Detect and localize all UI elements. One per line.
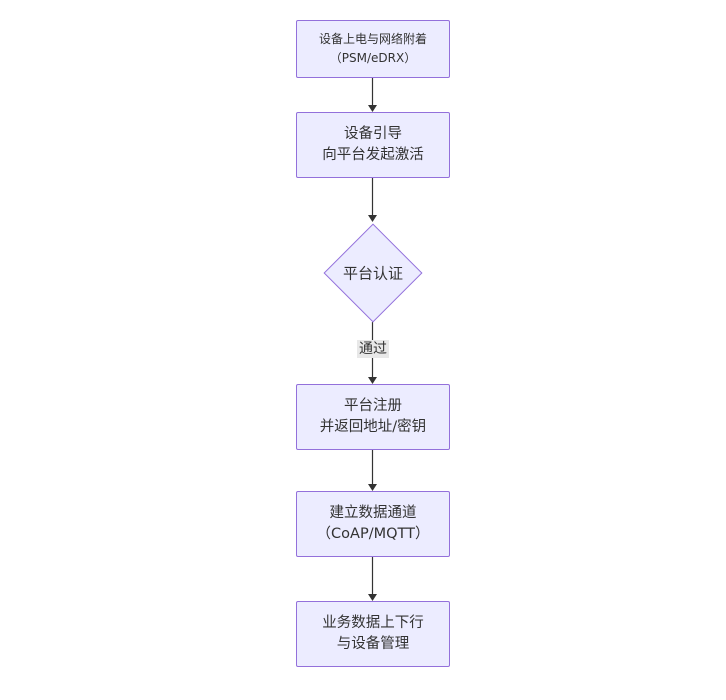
arrowhead-icon [368, 105, 377, 112]
node-text-line: （PSM/eDRX） [329, 51, 417, 65]
node-platform-register: 平台注册 并返回地址/密钥 [296, 384, 450, 450]
node-text-line: 并返回地址/密钥 [319, 419, 427, 435]
arrowhead-icon [368, 484, 377, 491]
node-text-line: （CoAP/MQTT） [316, 526, 430, 542]
node-text-line: 与设备管理 [336, 636, 410, 652]
node-data-channel: 建立数据通道 （CoAP/MQTT） [296, 491, 450, 557]
node-text-line: 建立数据通道 [329, 505, 417, 521]
node-power-network-attach: 设备上电与网络附着 （PSM/eDRX） [296, 20, 450, 78]
node-text-line: 设备上电与网络附着 [318, 32, 427, 46]
node-text-line: 业务数据上下行 [322, 615, 424, 631]
node-text-line: 平台注册 [344, 398, 402, 414]
arrowhead-icon [368, 215, 377, 222]
node-text-line: 设备引导 [344, 126, 402, 142]
arrowhead-icon [368, 377, 377, 384]
node-platform-auth-decision-label: 平台认证 [342, 264, 404, 283]
node-business-data-mgmt: 业务数据上下行 与设备管理 [296, 601, 450, 667]
node-text-line: 向平台发起激活 [322, 147, 424, 163]
arrowhead-icon [368, 594, 377, 601]
edge-label-pass: 通过 [357, 340, 389, 358]
node-device-bootstrap: 设备引导 向平台发起激活 [296, 112, 450, 178]
